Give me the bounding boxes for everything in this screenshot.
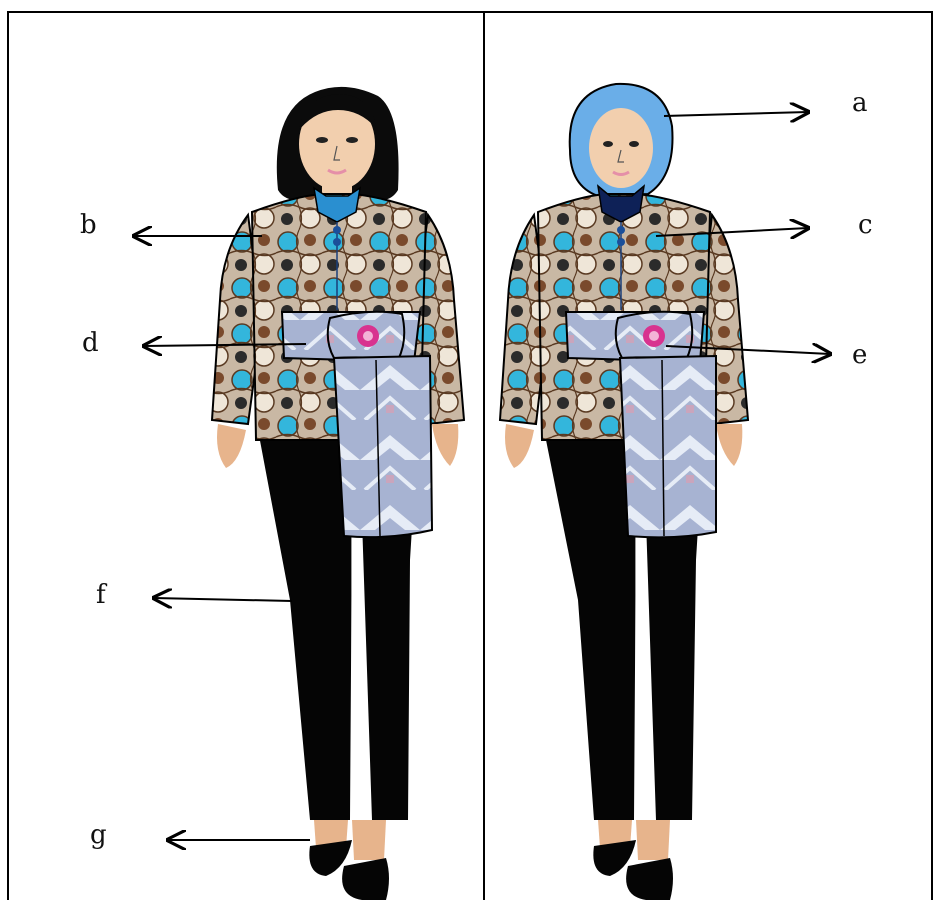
ankle-right-r — [636, 820, 670, 860]
figure-left — [212, 87, 464, 900]
label-c: c — [858, 212, 873, 238]
shoe-right-r — [626, 858, 673, 900]
hand-left-l — [217, 424, 246, 468]
label-g: g — [90, 822, 107, 848]
arrow-a — [664, 112, 808, 116]
frame-border — [8, 12, 932, 900]
callout-arrows — [134, 112, 830, 840]
label-a: a — [852, 90, 868, 116]
ankle-left-r — [352, 820, 386, 860]
label-d: d — [82, 330, 99, 356]
flower-left — [357, 325, 379, 347]
figure-right — [500, 84, 748, 900]
flower-right — [643, 325, 665, 347]
tail-left — [334, 356, 432, 537]
shoe-left-r — [342, 858, 389, 900]
label-b: b — [80, 212, 97, 238]
tail-right — [620, 356, 716, 537]
hand-right-l — [505, 424, 534, 468]
label-e: e — [852, 342, 867, 368]
hand-left-r — [432, 424, 458, 466]
arrow-f — [154, 598, 292, 601]
label-f: f — [96, 582, 106, 608]
hand-right-r — [716, 424, 742, 466]
